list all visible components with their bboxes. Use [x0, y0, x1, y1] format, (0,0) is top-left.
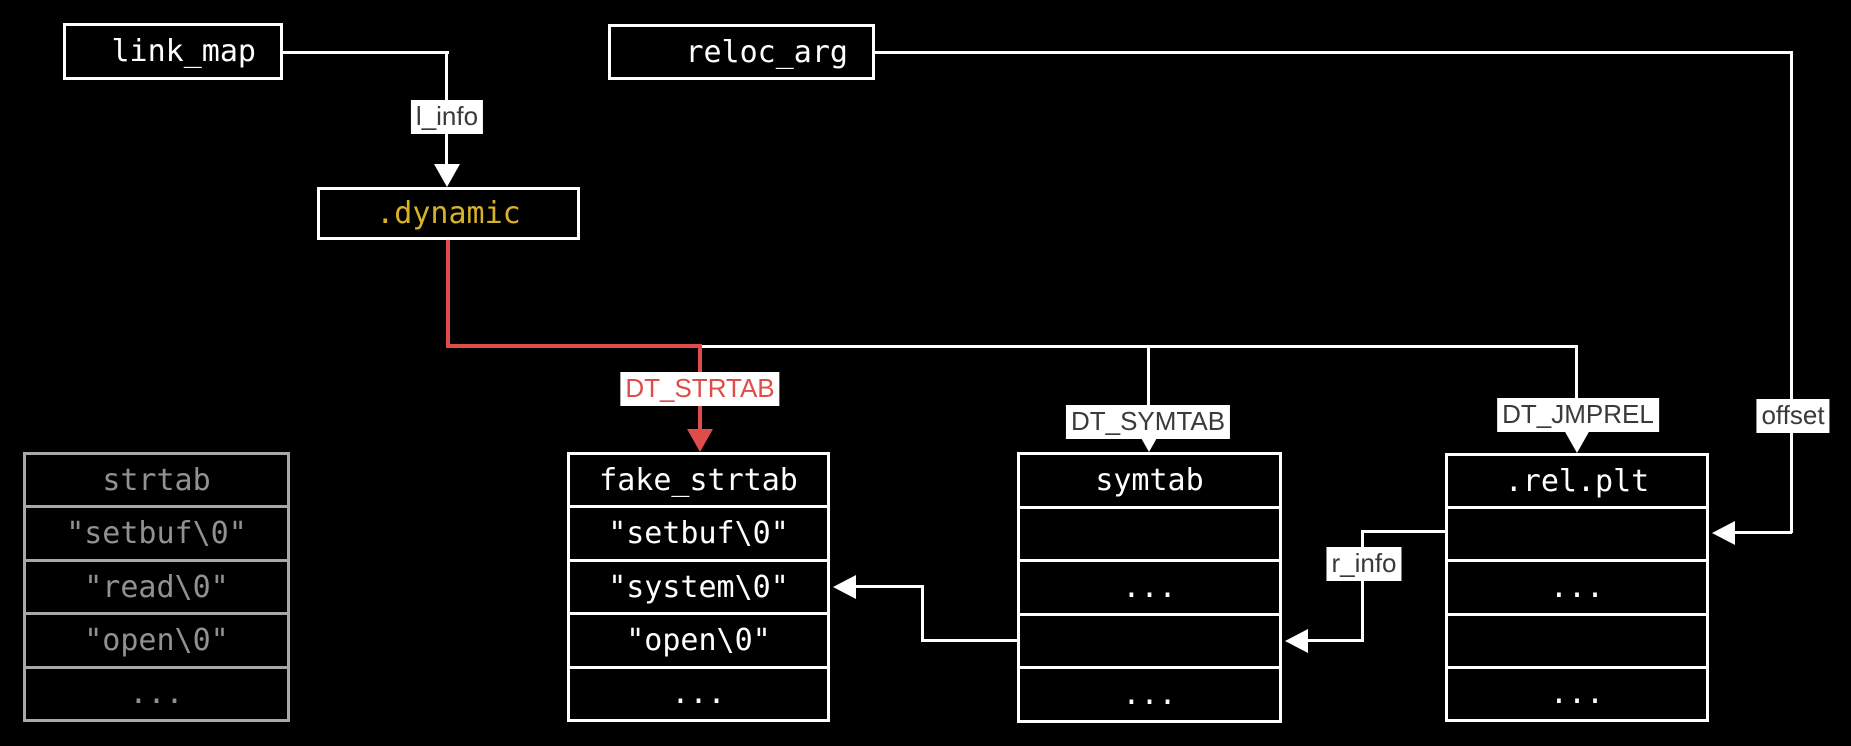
reloc-arg-box: reloc_arg [608, 24, 875, 80]
connector-rinfo-h1 [1363, 530, 1445, 533]
table-row [1448, 612, 1706, 666]
edge-label-offset: offset [1756, 399, 1830, 433]
connector-dtstrtab-v1-red [446, 238, 450, 346]
connector-symname-h2 [855, 585, 923, 588]
arrow-left-relplt-icon [1712, 521, 1735, 545]
rel-plt-header: .rel.plt [1504, 463, 1650, 499]
table-row: ... [26, 665, 287, 719]
arrow-down-fake-strtab-icon [687, 429, 713, 452]
fake-strtab-header: fake_strtab [599, 462, 798, 498]
rel-plt-table: .rel.plt ... ... [1445, 453, 1709, 722]
table-row [1448, 506, 1706, 559]
connector-dtsymtab-v [1147, 345, 1150, 430]
connector-symname-v [921, 585, 924, 642]
table-row: "setbuf\0" [26, 505, 287, 558]
table-row: "open\0" [26, 612, 287, 665]
table-row: "read\0" [26, 558, 287, 612]
connector-offset-h [1734, 531, 1792, 534]
link-map-label: link_map [111, 34, 257, 69]
arrow-left-symtab-icon [1285, 629, 1308, 653]
edge-label-dt-strtab: DT_STRTAB [620, 372, 780, 406]
table-row [1020, 505, 1279, 560]
table-row: "setbuf\0" [570, 505, 827, 558]
table-row: ... [570, 665, 827, 719]
arrow-left-system-icon [833, 575, 856, 599]
fake-strtab-table: fake_strtab "setbuf\0" "system\0" "open\… [567, 452, 830, 722]
symtab-table: symtab ... ... [1017, 452, 1282, 723]
table-row [1020, 612, 1279, 667]
edge-label-l-info: l_info [410, 100, 484, 134]
connector-rinfo-h2 [1307, 639, 1363, 642]
connector-relocarg-h [875, 51, 1793, 54]
dynamic-section-box: .dynamic [317, 187, 580, 240]
edge-label-r-info: r_info [1326, 547, 1402, 581]
connector-dynamic-branch-h [700, 345, 1577, 348]
arrow-down-relplt-icon [1564, 430, 1590, 453]
connector-rinfo-v [1361, 530, 1364, 642]
strtab-header: strtab [102, 462, 211, 498]
table-row: ... [1448, 559, 1706, 612]
arrow-down-dynamic-icon [434, 164, 460, 187]
connector-offset-v [1790, 51, 1793, 533]
connector-linkmap-h [283, 51, 449, 54]
edge-label-dt-jmprel: DT_JMPREL [1497, 398, 1659, 432]
dynamic-section-label: .dynamic [376, 196, 521, 231]
table-row: ... [1448, 665, 1706, 719]
connector-dtjmprel-v [1575, 345, 1578, 431]
edge-label-dt-symtab: DT_SYMTAB [1065, 405, 1231, 439]
table-row: ... [1020, 666, 1279, 720]
table-row: ... [1020, 559, 1279, 613]
strtab-table: strtab "setbuf\0" "read\0" "open\0" ... [23, 452, 290, 722]
connector-symname-h1 [923, 639, 1017, 642]
link-map-box: link_map [63, 23, 283, 80]
reloc-arg-label: reloc_arg [685, 34, 848, 70]
connector-dtstrtab-h-red [446, 344, 702, 348]
symtab-header: symtab [1095, 462, 1204, 498]
table-row: "open\0" [570, 612, 827, 665]
table-row-system: "system\0" [570, 558, 827, 612]
